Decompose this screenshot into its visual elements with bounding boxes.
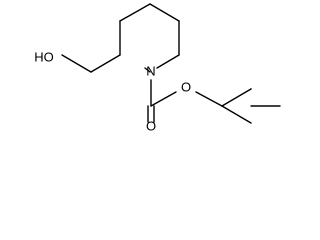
ester-oxygen-label: O bbox=[181, 79, 191, 94]
bond-tbu-methyl-up bbox=[221, 88, 252, 107]
bond-ester-o-tbu bbox=[195, 91, 223, 107]
bond-tbu-methyl-right bbox=[221, 105, 252, 124]
ring-bond-c2-n bbox=[156, 54, 180, 69]
carbonyl-oxygen-label: O bbox=[146, 118, 156, 132]
bond-ch2-oh bbox=[61, 54, 92, 73]
chemical-structure-diagram: HO N O O bbox=[34, 3, 281, 132]
nitrogen-label: N bbox=[146, 63, 155, 78]
hydroxyl-label: HO bbox=[34, 49, 54, 64]
bond-carbonyl-ester-o bbox=[150, 91, 177, 107]
bond-c3-ch2 bbox=[90, 54, 121, 73]
ring-bond-c4-c5 bbox=[119, 3, 151, 22]
ring-bond-n-c3b bbox=[144, 67, 151, 73]
ring-bond-c5-c6 bbox=[149, 3, 180, 22]
structure-canvas: HO N O O bbox=[34, 3, 281, 132]
